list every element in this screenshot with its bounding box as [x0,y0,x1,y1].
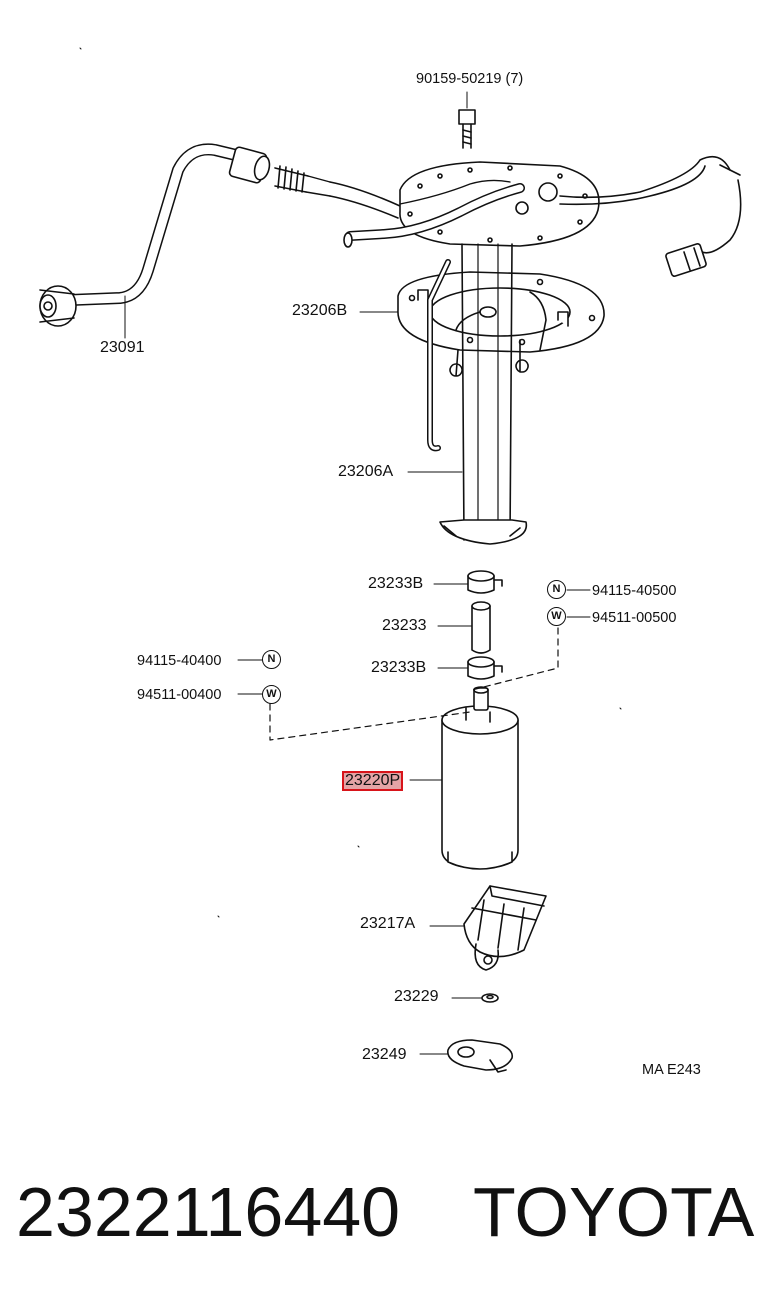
footer-part-number: 2322116440 [16,1173,401,1251]
label-washer-right: 94511-00500 [592,610,677,626]
label-bolt: 90159-50219 (7) [416,71,524,87]
label-cushion: 23229 [394,988,439,1005]
label-hose: 23233 [382,617,427,634]
label-washer-left: 94511-00400 [137,687,222,703]
label-pump-highlighted: 23220P [342,771,404,791]
fuel-filter-drawing [429,885,547,971]
label-nut-right: 94115-40500 [592,583,677,599]
nut-symbol-right: N [547,580,566,599]
label-bracket-a: 23206A [338,463,394,480]
label-fuel-tube: 23091 [100,339,145,356]
dashed-leaders [269,627,559,741]
label-bracket-b: 23206B [292,302,348,319]
label-filter: 23217A [360,915,416,932]
washer-symbol-right: W [547,607,566,626]
fuel-pump-drawing [409,686,519,870]
retainer-drawing [419,1039,514,1073]
label-nut-left: 94115-40400 [137,653,222,669]
bracket-b-drawing [359,271,605,353]
fuel-tube-drawing [39,143,401,339]
bracket-a-drawing [407,243,547,545]
sender-top-plate-drawing [343,91,742,277]
label-retainer: 23249 [362,1046,407,1063]
footer-brand: TOYOTA [473,1173,755,1251]
hose-clamps-drawing [433,570,503,680]
cushion-drawing [451,993,499,1003]
reference-code: MA E243 [642,1062,701,1078]
label-clamp-top: 23233B [368,575,424,592]
washer-symbol-left: W [262,685,281,704]
label-clamp-bottom: 23233B [371,659,427,676]
short-leaders [237,589,591,695]
nut-symbol-left: N [262,650,281,669]
scan-specks [79,47,622,918]
